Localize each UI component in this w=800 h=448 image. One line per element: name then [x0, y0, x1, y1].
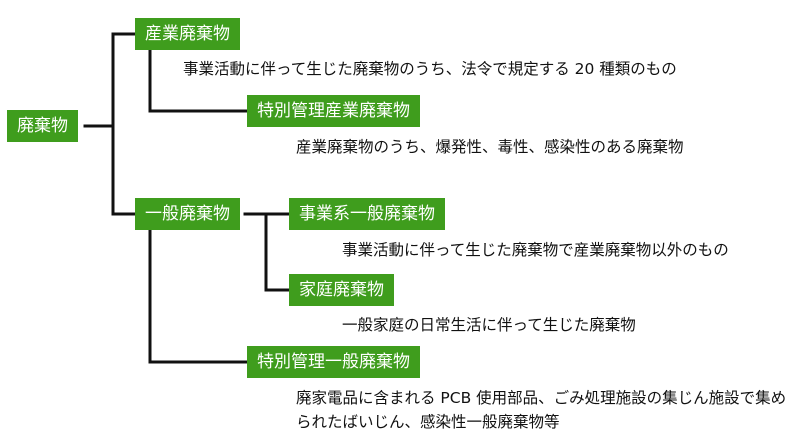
node-waste: 廃棄物: [7, 110, 78, 142]
node-household-waste: 家庭廃棄物: [289, 274, 394, 306]
node-general-waste: 一般廃棄物: [135, 198, 240, 230]
desc-business-general-waste: 事業活動に伴って生じた廃棄物で産業廃棄物以外のもの: [342, 241, 729, 259]
node-special-industrial-waste: 特別管理産業廃棄物: [247, 95, 420, 127]
desc-special-general-waste: 廃家電品に含まれる PCB 使用部品、ごみ処理施設の集じん施設で集められたばいじ…: [296, 389, 787, 431]
node-industrial-waste: 産業廃棄物: [135, 18, 240, 50]
desc-household-waste: 一般家庭の日常生活に伴って生じた廃棄物: [342, 316, 636, 334]
node-business-general-waste: 事業系一般廃棄物: [289, 198, 445, 230]
desc-industrial-waste: 事業活動に伴って生じた廃棄物のうち、法令で規定する 20 種類のもの: [183, 60, 677, 78]
node-special-general-waste: 特別管理一般廃棄物: [247, 346, 420, 378]
desc-special-industrial-waste: 産業廃棄物のうち、爆発性、毒性、感染性のある廃棄物: [296, 138, 684, 156]
